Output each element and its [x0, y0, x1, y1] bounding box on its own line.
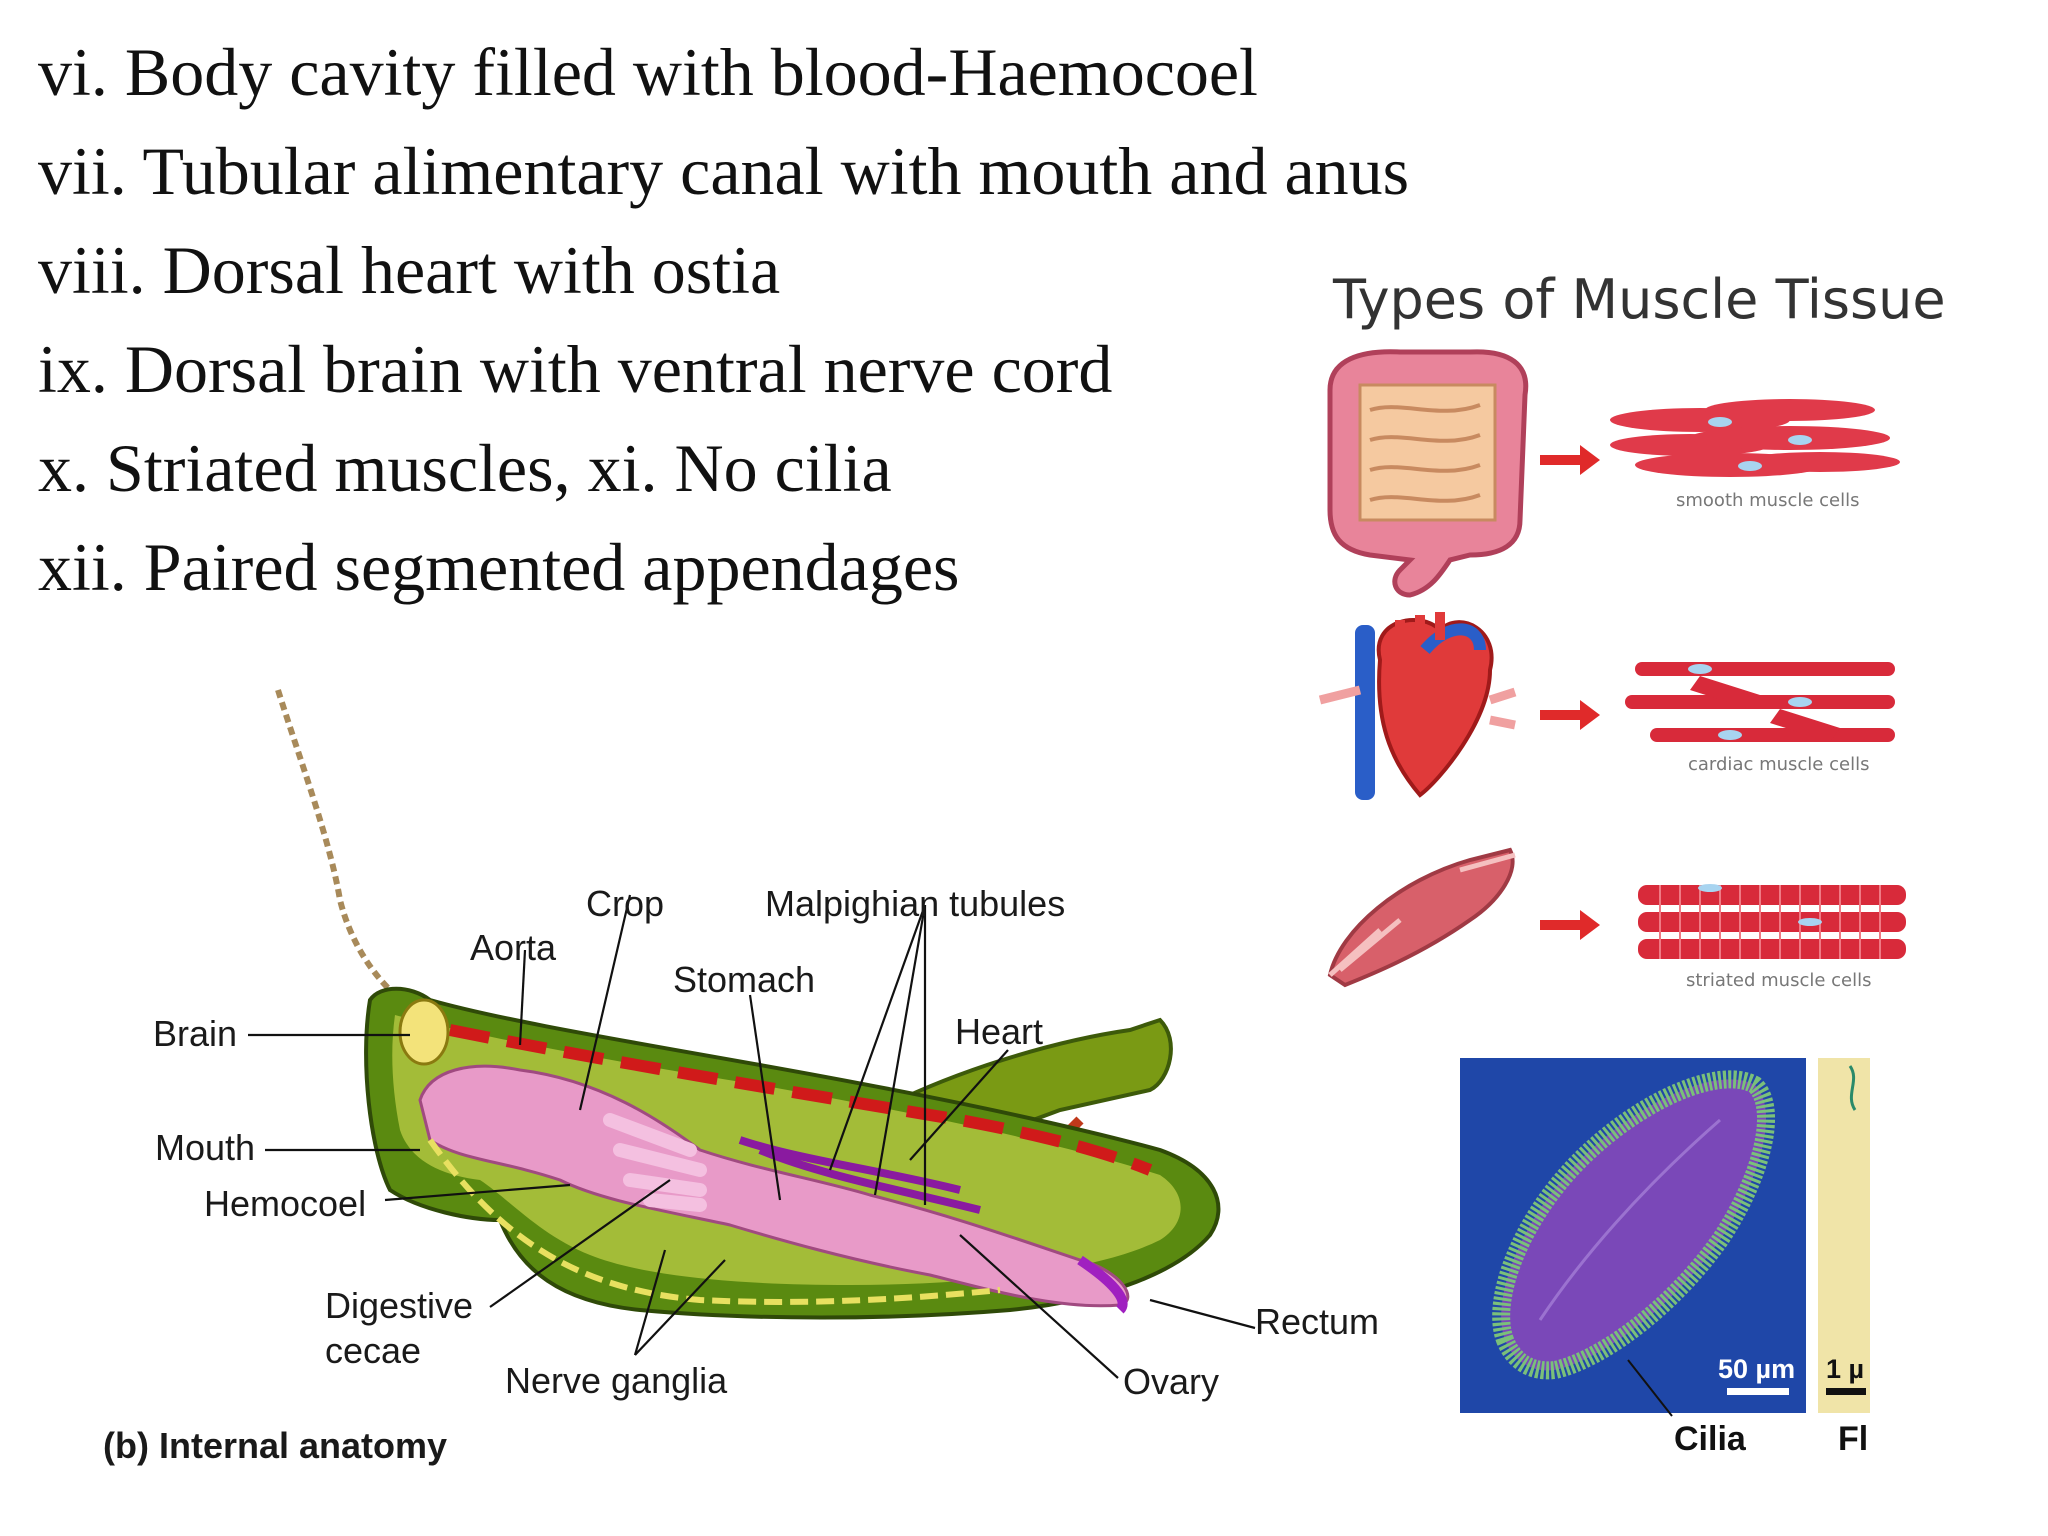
muscle-tissue-figure: Types of Muscle Tissue smooth muscle cel [1318, 268, 1946, 991]
label-stomach: Stomach [673, 959, 815, 1000]
smooth-muscle-cells [1610, 399, 1900, 477]
grasshopper-anatomy-figure: Crop Malpighian tubules Aorta Stomach Br… [103, 689, 1379, 1466]
text-line-viii: viii. Dorsal heart with ostia [38, 232, 781, 308]
label-hemocoel: Hemocoel [204, 1183, 366, 1224]
text-line-ix: ix. Dorsal brain with ventral nerve cord [38, 331, 1113, 407]
caption-smooth: smooth muscle cells [1676, 490, 1860, 511]
nerve-cord [427, 1138, 1001, 1305]
label-mouth: Mouth [155, 1127, 255, 1168]
striated-muscle-cells [1638, 884, 1906, 959]
label-flagella: Fl [1838, 1420, 1868, 1458]
brain-shape [398, 998, 450, 1066]
label-crop: Crop [586, 883, 664, 924]
label-rectum: Rectum [1255, 1301, 1379, 1342]
label-aorta: Aorta [470, 927, 557, 968]
muscle-tissue-title: Types of Muscle Tissue [1332, 268, 1946, 331]
cardiac-muscle-cells [1625, 662, 1895, 742]
label-ovary: Ovary [1123, 1361, 1219, 1402]
text-line-xii: xii. Paired segmented appendages [38, 529, 960, 605]
antenna [275, 689, 393, 993]
heart-icon [1318, 612, 1517, 800]
caption-cardiac: cardiac muscle cells [1688, 754, 1869, 775]
text-line-vii: vii. Tubular alimentary canal with mouth… [38, 133, 1410, 209]
label-cecae: cecae [325, 1330, 421, 1371]
text-line-x: x. Striated muscles, xi. No cilia [38, 430, 892, 506]
caption-striated: striated muscle cells [1686, 970, 1872, 991]
label-nerve-ganglia: Nerve ganglia [505, 1360, 728, 1401]
label-heart: Heart [955, 1011, 1043, 1052]
label-cilia: Cilia [1674, 1420, 1747, 1458]
intestine-icon [1327, 349, 1529, 598]
label-malpighian-tubules: Malpighian tubules [765, 883, 1065, 924]
skeletal-muscle-icon [1327, 847, 1516, 988]
scale-bar-label-left: 50 µm [1718, 1354, 1795, 1384]
label-digestive: Digestive [325, 1285, 473, 1326]
anatomy-caption: (b) Internal anatomy [103, 1425, 447, 1466]
scale-bar-label-right: 1 µ [1826, 1354, 1864, 1384]
text-line-vi: vi. Body cavity filled with blood-Haemoc… [38, 34, 1258, 110]
label-brain: Brain [153, 1013, 237, 1054]
gut-shape [418, 1064, 1130, 1308]
cilia-figure: 50 µm 1 µ Cilia Fl [1460, 1058, 1870, 1458]
dorsal-vessel [448, 1024, 1153, 1176]
flagella-micrograph-panel [1818, 1058, 1870, 1413]
paramecium-cell [1492, 1070, 1775, 1380]
